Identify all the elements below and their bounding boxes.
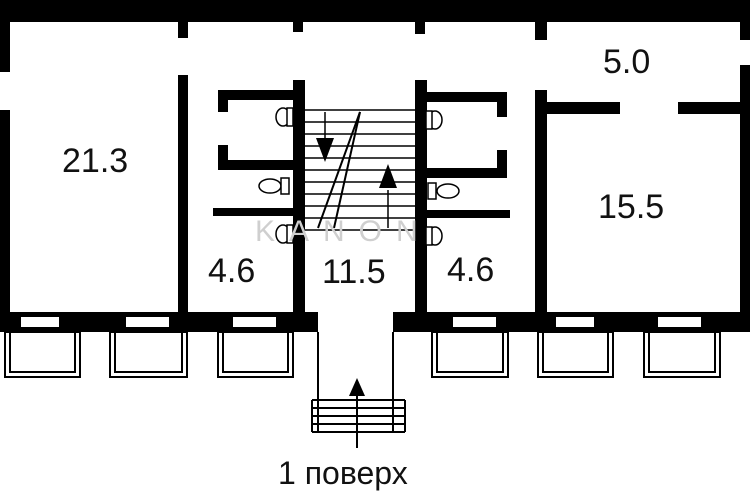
room-label-4-6-right: 4.6 xyxy=(447,251,495,289)
room-label-11-5: 11.5 xyxy=(322,253,386,291)
room-label-21-3: 21.3 xyxy=(62,142,129,180)
entrance-steps xyxy=(311,332,406,448)
toilet-icon xyxy=(425,110,443,130)
toilet-icon xyxy=(275,224,294,244)
room-label-15-5: 15.5 xyxy=(598,188,665,226)
room-label-5-0: 5.0 xyxy=(603,43,651,81)
toilet-icon xyxy=(425,226,443,246)
windows xyxy=(19,315,703,329)
staircase xyxy=(305,109,415,231)
stair-up-arrow-icon xyxy=(379,164,397,188)
toilet-icon xyxy=(258,177,290,195)
stair-down-arrow-icon xyxy=(316,138,334,162)
floor-caption: 1 поверх xyxy=(278,455,408,491)
toilet-icon xyxy=(275,107,294,127)
watermark: KANON xyxy=(255,215,432,248)
toilet-fixtures xyxy=(258,107,460,246)
bays xyxy=(4,331,721,378)
room-label-4-6-left: 4.6 xyxy=(208,252,256,290)
toilet-icon xyxy=(427,182,460,200)
entrance-arrow-icon xyxy=(349,378,365,396)
